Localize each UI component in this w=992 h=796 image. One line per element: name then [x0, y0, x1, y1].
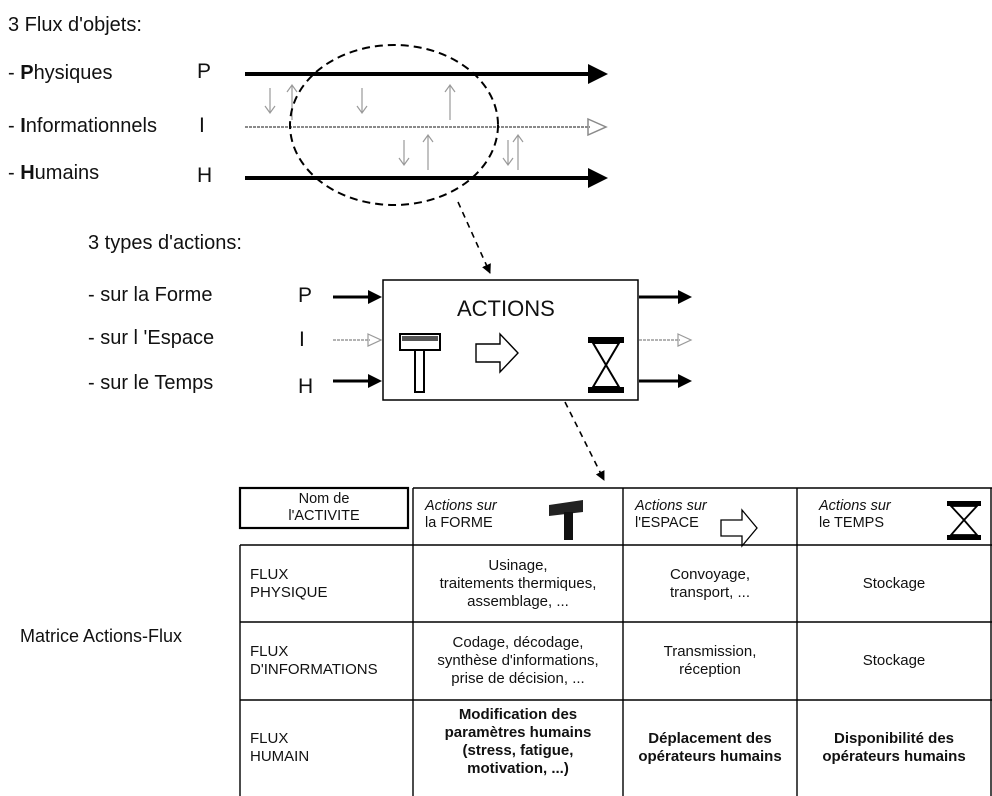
action-letter-p: P	[298, 284, 313, 307]
cell-line: Modification des	[458, 706, 578, 723]
arrow-right-outline-icon	[475, 332, 519, 374]
cell-line: synthèse d'informations,	[437, 652, 599, 669]
flux-title: 3 Flux d'objets:	[8, 14, 142, 36]
flux-item-rest: umains	[34, 162, 100, 184]
flux-item-humains: - Humains	[8, 162, 99, 185]
cell-line: FLUX	[250, 730, 289, 747]
header-hammer-icon	[549, 500, 583, 540]
flux-letter-h: H	[197, 164, 213, 187]
header-hourglass-icon	[947, 501, 981, 540]
flux-letter-i: I	[199, 114, 205, 137]
header-line: l'ACTIVITE	[288, 508, 360, 524]
flux-item-rest: nformationnels	[25, 115, 157, 137]
action-item-forme: - sur la Forme	[88, 284, 213, 306]
actions-box-title: ACTIONS	[457, 296, 555, 321]
flux-item-prefix: -	[8, 115, 21, 137]
flux-line-informationnels	[245, 117, 608, 137]
cell-informations-espace: Transmission,réception	[623, 622, 797, 700]
cell-line: réception	[679, 661, 741, 678]
actions-title: 3 types d'actions:	[88, 232, 242, 254]
flux-item-initial: H	[20, 162, 35, 184]
cell-line: (stress, fatigue,	[462, 742, 574, 759]
cell-line: opérateurs humains	[638, 748, 782, 765]
cell-line: Déplacement des	[648, 730, 772, 747]
flux-line-humains	[245, 168, 608, 188]
cell-line: prise de décision, ...	[451, 670, 585, 687]
cell-line: motivation, ...)	[467, 760, 569, 777]
header-line: Actions sur	[819, 498, 891, 514]
flux-item-rest: hysiques	[33, 62, 113, 84]
cell-line: Transmission,	[663, 643, 757, 660]
cell-line: Convoyage,	[669, 565, 751, 583]
header-line: l'ESPACE	[635, 515, 699, 531]
cell-line: opérateurs humains	[822, 748, 966, 765]
hourglass-icon	[588, 337, 624, 393]
actions-output-arrows	[639, 290, 693, 388]
flux-item-physiques: - Physiques	[8, 62, 113, 85]
flux-item-informationnels: - Informationnels	[8, 115, 157, 138]
cell-line: FLUX	[250, 643, 289, 660]
cell-line: PHYSIQUE	[250, 583, 328, 601]
matrix-label: Matrice Actions-Flux	[20, 626, 183, 646]
cell-line: Codage, décodage,	[452, 634, 584, 651]
flux-line-physiques	[245, 64, 608, 84]
cell-physique-espace: Convoyage,transport, ...	[623, 545, 797, 622]
dashed-connector-2	[564, 401, 605, 481]
cell-physique-temps: Stockage	[797, 545, 991, 622]
header-line: Nom de	[298, 491, 350, 507]
flux-item-prefix: -	[8, 162, 21, 184]
flux-letter-p: P	[197, 60, 212, 83]
flux-item-prefix: -	[8, 62, 21, 84]
flux-item-initial: P	[20, 62, 34, 84]
cell-line: transport, ...	[669, 583, 751, 601]
action-letter-i: I	[299, 328, 305, 351]
cell-line: HUMAIN	[250, 748, 310, 765]
flux-item-initial: I	[20, 115, 26, 137]
actions-input-arrows	[333, 290, 383, 388]
dashed-ellipse	[289, 44, 499, 206]
cell-physique-forme: Usinage,traitements thermiques,assemblag…	[413, 545, 623, 622]
header-line: Actions sur	[635, 498, 707, 514]
matrix-grid	[238, 486, 992, 796]
dashed-connector-1	[457, 201, 491, 274]
interaction-arrows	[264, 83, 524, 170]
cell-line: Stockage	[862, 652, 926, 669]
cell-informations-forme: Codage, décodage,synthèse d'informations…	[413, 622, 623, 700]
cell-line: assemblage, ...	[467, 592, 569, 610]
header-line: Actions sur	[425, 498, 497, 514]
cell-line: Usinage,	[488, 556, 548, 574]
action-item-temps: - sur le Temps	[88, 372, 214, 394]
cell-line: paramètres humains	[444, 724, 592, 741]
cell-line: FLUX	[250, 565, 289, 583]
cell-line: traitements thermiques,	[439, 574, 597, 592]
header-line: la FORME	[425, 515, 493, 531]
hammer-icon	[399, 333, 441, 393]
header-line: le TEMPS	[819, 515, 885, 531]
cell-line: Stockage	[862, 574, 926, 592]
cell-line: D'INFORMATIONS	[250, 661, 378, 678]
cell-line: Disponibilité des	[833, 730, 954, 747]
action-letter-h: H	[298, 375, 314, 398]
action-item-espace: - sur l 'Espace	[88, 327, 215, 349]
header-arrow-icon	[720, 508, 758, 548]
cell-informations-temps: Stockage	[797, 622, 991, 700]
